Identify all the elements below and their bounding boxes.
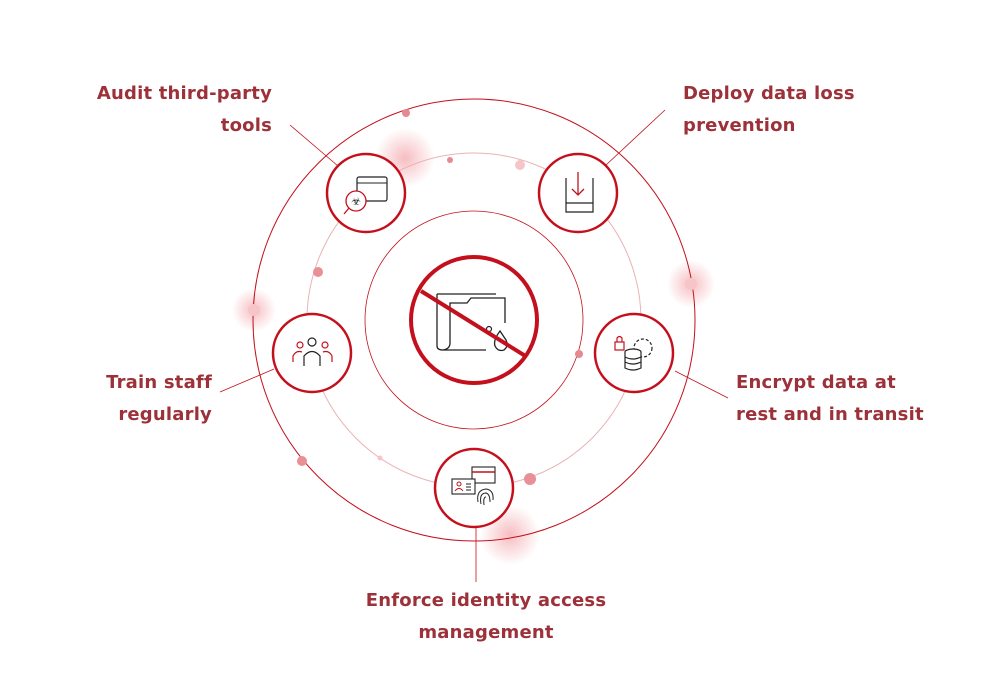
download-drive-icon — [537, 152, 619, 234]
label-audit-third-party-tools: Audit third-party tools — [60, 78, 272, 142]
team-icon — [271, 312, 353, 394]
label-line: Audit third-party — [96, 83, 272, 104]
outer-ring — [252, 98, 696, 542]
inner-ring — [364, 210, 584, 430]
label-encrypt-data: Encrypt data at rest and in transit — [736, 367, 976, 431]
orbit-dots — [248, 109, 697, 485]
label-line: Train staff — [106, 372, 212, 393]
label-line: Enforce identity access — [365, 590, 607, 611]
label-deploy-data-loss-prevention: Deploy data loss prevention — [683, 78, 903, 142]
label-line: Encrypt data at — [736, 372, 896, 393]
label-line: prevention — [683, 115, 796, 136]
connector-lines — [219, 109, 729, 582]
label-line: tools — [220, 115, 272, 136]
id-card-fingerprint-icon — [433, 447, 515, 529]
biohazard-browser-icon: ☣ — [325, 152, 407, 234]
svg-text:☣: ☣ — [351, 195, 361, 208]
locked-database-gear-icon — [593, 312, 675, 394]
label-line: Deploy data loss — [683, 83, 855, 104]
label-enforce-identity-access: Enforce identity access management — [336, 585, 636, 649]
label-line: regularly — [118, 404, 212, 425]
label-train-staff: Train staff regularly — [40, 367, 212, 431]
label-line: management — [418, 622, 554, 643]
label-line: rest and in transit — [736, 404, 924, 425]
no-data-leak-folder-icon — [409, 255, 539, 385]
